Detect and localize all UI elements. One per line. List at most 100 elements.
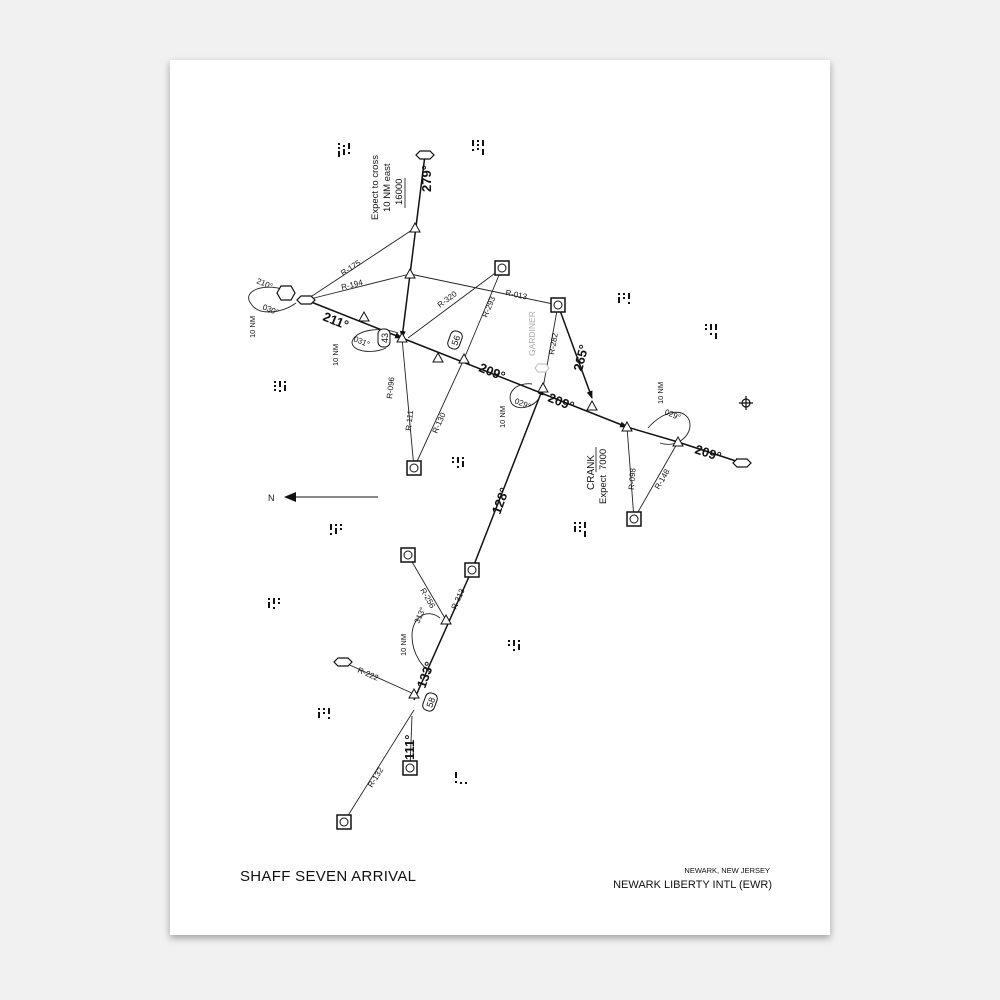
morse-identifiers xyxy=(268,140,717,784)
distance-box-58: 58 xyxy=(422,692,438,712)
morse-ident xyxy=(318,708,330,719)
vor-symbols xyxy=(276,150,753,667)
waypoint-triangle xyxy=(440,613,452,625)
expect-crossing-note: Expect to cross 10 NM east 16000 xyxy=(370,155,406,220)
radial-label: R-194 xyxy=(340,278,364,292)
navaid-box xyxy=(550,297,566,313)
radial-label: R-175 xyxy=(339,258,363,278)
svg-text:56: 56 xyxy=(450,334,463,347)
radial-label: R-256 xyxy=(418,587,437,611)
radial-r256-line xyxy=(407,554,447,621)
chart-location: NEWARK, NEW JERSEY xyxy=(684,866,770,875)
navaid-box xyxy=(406,460,422,476)
waypoint-triangle xyxy=(409,221,421,233)
radial-label: R-111 xyxy=(404,409,415,431)
radial-label: R-282 xyxy=(547,332,560,356)
waypoint-triangle xyxy=(432,351,444,363)
heading-209-c: 209° xyxy=(693,442,723,465)
radial-r132-line xyxy=(343,709,415,823)
navaid-box xyxy=(400,547,416,563)
distance-nm-labels: 10 NM 10 NM 10 NM 10 NM 10 NM xyxy=(248,316,665,656)
heading-209-a: 209° xyxy=(477,360,508,384)
north-arrow xyxy=(284,492,378,502)
chart-airport: NEWARK LIBERTY INTL (EWR) xyxy=(613,879,772,891)
morse-ident xyxy=(574,522,586,537)
hold-course-label: 029° xyxy=(663,408,682,423)
hold-course-label: 031° xyxy=(352,335,371,350)
morse-ident xyxy=(274,381,286,392)
morse-ident xyxy=(705,324,717,339)
radial-r293-line xyxy=(463,267,503,360)
hold-course-label: 313° xyxy=(413,606,428,625)
route-south-leg-a xyxy=(413,569,473,701)
radial-r013-line xyxy=(409,273,559,306)
navaid-box xyxy=(494,260,510,276)
morse-ident xyxy=(455,772,467,784)
route-south-leg-b xyxy=(471,387,544,571)
radial-label: R-130 xyxy=(431,411,448,435)
hold-313 xyxy=(411,613,441,673)
navaid-box xyxy=(464,562,480,578)
fix-cross xyxy=(739,396,753,410)
crank-note: CRANK Expect 7000 xyxy=(586,447,609,504)
navaid-box xyxy=(336,814,352,830)
radial-label: R-132 xyxy=(366,765,385,789)
navaid-box xyxy=(626,511,642,527)
vor-hexagon xyxy=(276,285,296,301)
radial-r282-line xyxy=(542,304,559,389)
morse-ident xyxy=(268,598,280,609)
radial-r098-line xyxy=(626,426,635,520)
nm-label: 10 NM xyxy=(656,382,665,404)
radial-label: R-013 xyxy=(505,288,529,301)
vor-hexagon xyxy=(732,458,752,468)
morse-ident xyxy=(508,640,520,651)
holding-patterns xyxy=(248,286,691,673)
heading-111: 111° xyxy=(402,735,417,760)
vor-hexagon xyxy=(415,150,435,160)
note-line: Expect to cross xyxy=(370,155,381,220)
waypoint-triangle xyxy=(621,420,633,432)
route-265-leg xyxy=(557,304,593,399)
crank-altitude: 7000 xyxy=(598,449,609,470)
nm-label: 10 NM xyxy=(248,316,257,338)
waypoint-triangle xyxy=(358,310,370,322)
navaids xyxy=(336,260,642,830)
waypoint-triangle xyxy=(404,267,416,279)
svg-text:43: 43 xyxy=(380,333,390,343)
chart-title: SHAFF SEVEN ARRIVAL xyxy=(240,868,417,885)
hold-029a xyxy=(509,383,541,409)
waypoint-triangle xyxy=(586,399,598,411)
route-exit-leg xyxy=(677,441,743,464)
fix-name-crank: CRANK xyxy=(586,455,597,490)
distance-box-43: 43 xyxy=(377,328,391,348)
heading-labels: 279° 211° 209° 209° 209° 265° 128° 133° … xyxy=(321,165,723,760)
radial-r148-line xyxy=(633,441,679,520)
route-to-crank xyxy=(626,426,679,443)
navaid-box xyxy=(402,760,418,776)
waypoint-triangle xyxy=(672,435,684,447)
radial-r222-line xyxy=(342,661,415,695)
radial-label: R-293 xyxy=(481,295,498,319)
radial-label: R-222 xyxy=(356,666,380,683)
heading-128: 128° xyxy=(489,486,512,516)
radial-r194-line xyxy=(305,273,411,301)
radial-label: R-148 xyxy=(653,467,672,491)
gardiner-symbol xyxy=(534,363,550,373)
radial-r096-line xyxy=(401,337,415,469)
north-label: N xyxy=(268,493,275,503)
waypoint-triangle xyxy=(396,331,408,343)
note-line: 16000 xyxy=(394,179,405,205)
radial-label: R-098 xyxy=(627,467,638,490)
morse-ident xyxy=(452,457,464,468)
hold-course-label: 029° xyxy=(513,397,532,412)
morse-ident xyxy=(472,140,484,155)
nm-label: 10 NM xyxy=(498,406,507,428)
note-line: 10 NM east xyxy=(382,163,393,212)
nm-label: 10 NM xyxy=(331,344,340,366)
vor-hexagon xyxy=(333,657,353,667)
nm-label: 10 NM xyxy=(399,634,408,656)
distance-box-56: 56 xyxy=(447,330,463,350)
radial-r320-line xyxy=(407,267,503,339)
vor-hexagon xyxy=(296,295,316,305)
